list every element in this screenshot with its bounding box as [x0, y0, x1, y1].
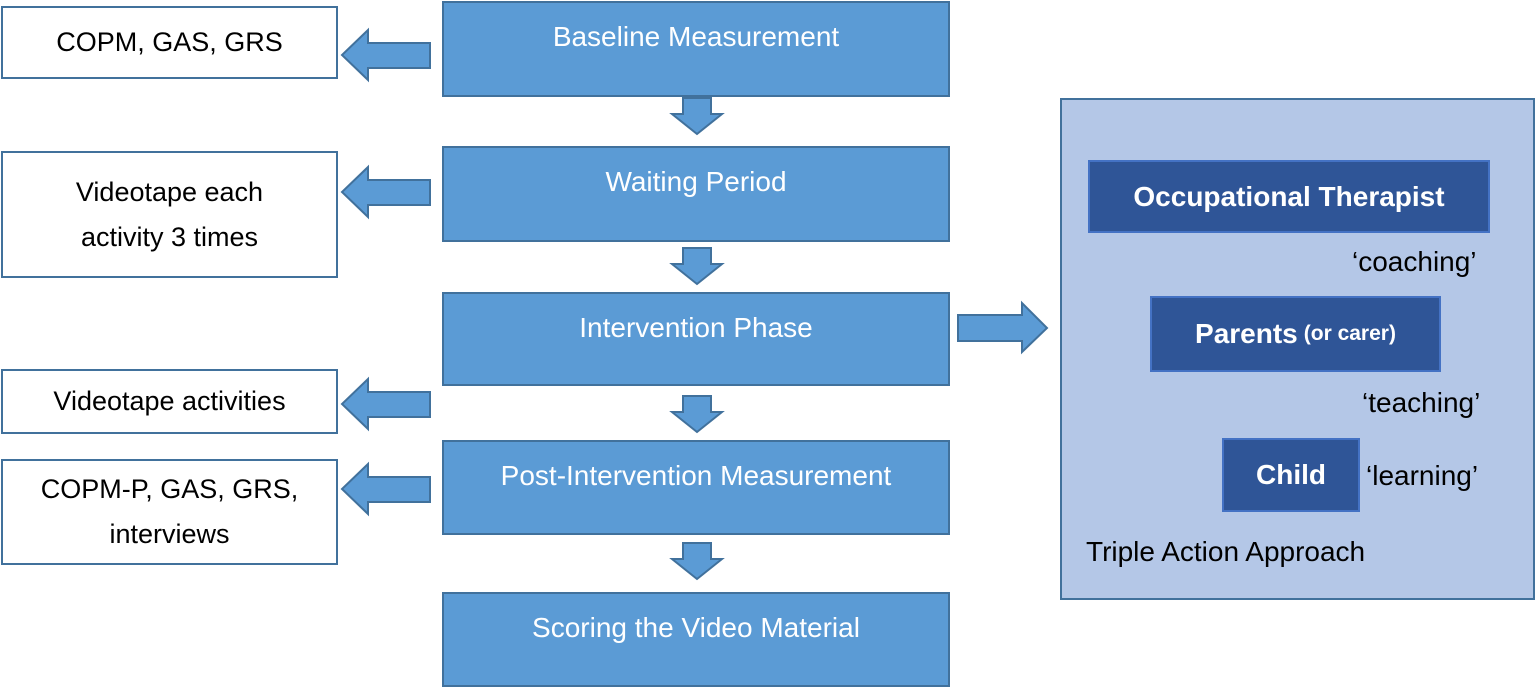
left-arrow-3 [340, 376, 431, 432]
role-qualifier: (or carer) [1303, 322, 1396, 345]
verb-learning: ‘learning’ [1366, 460, 1479, 491]
down-arrow-1 [669, 97, 725, 136]
role-occupational-therapist: Occupational Therapist [1088, 160, 1490, 233]
down-arrow-3 [669, 395, 725, 434]
role-label: Parents [1195, 318, 1298, 349]
verb-teaching: ‘teaching’ [1362, 387, 1481, 418]
verb-coaching: ‘coaching’ [1352, 246, 1477, 277]
note-post-instruments: COPM-P, GAS, GRS, interviews [1, 459, 338, 565]
down-arrow-2 [669, 247, 725, 286]
step-label: Post-Intervention Measurement [500, 460, 892, 491]
step-baseline-measurement: Baseline Measurement [442, 1, 950, 97]
left-arrow-1 [340, 27, 431, 83]
note-waiting-videotape: Videotape each activity 3 times [1, 151, 338, 278]
note-line: COPM-P, GAS, GRS, [40, 474, 299, 504]
step-scoring-video-material: Scoring the Video Material [442, 592, 950, 687]
note-intervention-videotape: Videotape activities [1, 369, 338, 434]
role-label: Occupational Therapist [1133, 180, 1445, 212]
role-parents: Parents (or carer) [1150, 296, 1441, 372]
note-line: activity 3 times [80, 221, 259, 252]
step-label: Intervention Phase [579, 312, 813, 343]
note-label: Videotape activities [53, 386, 286, 416]
step-label: Waiting Period [605, 166, 787, 197]
note-line: Videotape each [75, 176, 264, 207]
step-waiting-period: Waiting Period [442, 146, 950, 242]
role-label: Child [1256, 459, 1326, 490]
step-post-intervention-measurement: Post-Intervention Measurement [442, 440, 950, 535]
role-child: Child [1222, 438, 1360, 512]
left-arrow-4 [340, 461, 431, 517]
step-intervention-phase: Intervention Phase [442, 292, 950, 386]
down-arrow-4 [669, 542, 725, 581]
note-line: interviews [109, 519, 230, 549]
left-arrow-2 [340, 164, 431, 220]
step-label: Scoring the Video Material [532, 612, 860, 643]
approach-title: Triple Action Approach [1086, 536, 1366, 567]
right-arrow [957, 300, 1049, 355]
note-label: COPM, GAS, GRS [56, 27, 283, 57]
step-label: Baseline Measurement [552, 21, 840, 52]
note-baseline-instruments: COPM, GAS, GRS [1, 6, 338, 79]
